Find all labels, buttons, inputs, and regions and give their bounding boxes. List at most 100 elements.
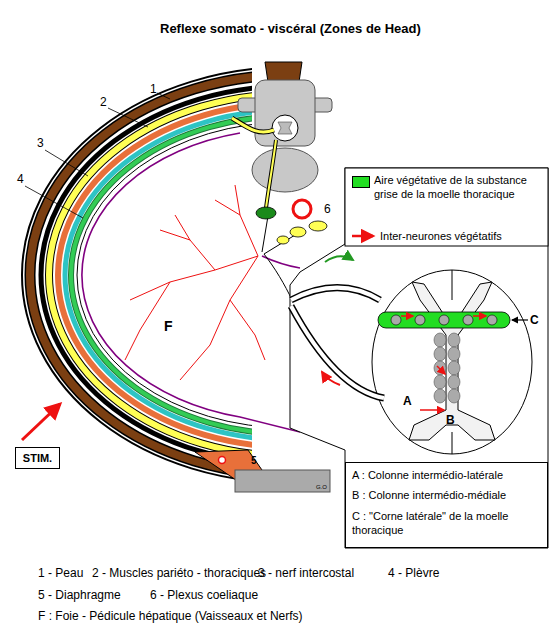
spinal-cord-section-part-part <box>434 389 446 403</box>
coeliac-plexus <box>277 221 327 244</box>
hepatic-vessels-part <box>235 185 258 256</box>
body-wall-bands-part <box>30 75 252 475</box>
spinal-cord-section-part <box>512 319 528 320</box>
body-wall-bands-part <box>22 67 252 483</box>
hepatic-vessels-part <box>130 256 258 300</box>
coeliac-plexus-part <box>290 227 306 237</box>
key-item: F : Foie - Pédicule hépatique (Vaisseaux… <box>38 609 303 623</box>
hepatic-vessels-part <box>175 215 215 270</box>
nerve-roots-part <box>291 306 384 398</box>
spinal-cord-section-part-part <box>437 366 445 374</box>
spinal-cord-section-part-part <box>448 361 460 375</box>
body-wall-bands-part <box>41 86 252 464</box>
spinal-cord-section-part <box>463 315 473 325</box>
nerves-part <box>266 140 276 208</box>
nerves-part <box>232 118 274 132</box>
nerves-part <box>262 216 268 252</box>
spinal-cord-section <box>372 270 532 454</box>
hepatic-vessels-part <box>210 256 258 345</box>
nerve-roots-part <box>291 288 380 300</box>
spinal-cord-section-part-part <box>473 315 486 317</box>
grey-block <box>235 470 330 492</box>
spinal-cord-section-part-part <box>448 389 460 403</box>
hepatic-vessels <box>125 185 265 380</box>
spinal-cord-section-part <box>378 312 510 328</box>
vertebra-part <box>272 115 298 141</box>
hepatic-vessels-part <box>180 345 210 380</box>
body-wall-bands-part <box>65 110 252 440</box>
body-wall-bands-part <box>71 116 252 434</box>
spinal-cord-section-part-part <box>401 315 413 317</box>
stimulus-box: STIM. <box>15 447 60 469</box>
spinal-cord-section-part-part <box>420 409 444 411</box>
nerve-roots-part <box>291 306 384 398</box>
inset-panel <box>290 168 548 548</box>
column-letter: A <box>403 394 412 408</box>
nerves-part <box>266 140 276 208</box>
spinal-cord-section-part <box>409 282 495 440</box>
key-item: 3 - nerf intercostal <box>258 566 354 580</box>
key-item: 1 - Peau <box>38 566 83 580</box>
callout-number: 3 <box>37 136 44 150</box>
node-text: STIM. <box>16 452 59 464</box>
spinal-cord-section-part-part <box>448 375 460 389</box>
node-text: C : "Corne latérale" de la moelle thorac… <box>352 509 522 537</box>
hepatic-vessels-part <box>215 200 240 215</box>
spinal-cord-section-part <box>434 333 460 403</box>
key-item: 2 - Muscles pariéto - thoraciques <box>92 566 266 580</box>
callout-number: 5 <box>251 455 257 466</box>
nerves <box>232 118 300 300</box>
body-wall-bands-part <box>49 94 252 456</box>
legend-text: Aire végétative de la substance grise de… <box>374 173 542 201</box>
body-wall-bands-part <box>58 103 252 447</box>
callout-number: 4 <box>17 172 24 186</box>
leader-lines-part <box>45 150 88 176</box>
nerve-roots-part <box>322 372 340 385</box>
aorta <box>293 200 311 218</box>
spinal-cord-section-part <box>391 315 401 325</box>
node-text: B : Colonne intermédio-médiale <box>352 489 544 501</box>
diagram-title: Reflexe somato - viscéral (Zones de Head… <box>160 21 421 36</box>
leader-lines <box>25 93 170 218</box>
spinal-cord-section-part <box>487 315 497 325</box>
key-box: A : Colonne intermédio-latérale B : Colon… <box>345 462 548 548</box>
hepatic-vessels-part <box>160 230 190 240</box>
nerves-part <box>264 254 292 300</box>
key-item: 5 - Diaphragme <box>38 588 121 602</box>
column-letter: B <box>446 413 455 427</box>
nerves-part <box>232 118 274 132</box>
spinal-cord-section-part-part <box>434 347 446 361</box>
body-wall-bands <box>22 67 252 483</box>
sympathetic-ganglion <box>256 207 276 219</box>
vertebra-part <box>255 80 315 146</box>
legend-box <box>345 168 548 246</box>
body-wall-bands-part <box>71 116 252 434</box>
vertebra-part <box>265 62 302 82</box>
key-item: 6 - Plexus coeliaque <box>150 588 258 602</box>
spinal-cord-section-part-part <box>448 333 460 347</box>
vertebra-part <box>252 148 318 192</box>
spinal-cord-section-part-part <box>434 375 446 389</box>
node-text: A : Colonne intermédio-latérale <box>352 469 544 481</box>
hepatic-vessels-part <box>230 300 265 360</box>
key-item: 4 - Plèvre <box>388 566 439 580</box>
callout-number: 2 <box>100 95 107 109</box>
small-mark: G.O <box>316 484 327 490</box>
spinal-cord-section-part <box>452 432 453 454</box>
leader-lines-part <box>25 186 83 218</box>
hepatic-vessels-part <box>125 282 170 360</box>
spinal-cord-section-part <box>372 270 532 454</box>
liver-hilum <box>262 256 300 268</box>
coeliac-plexus-part <box>277 236 289 244</box>
body-wall-bands-part <box>49 94 252 456</box>
nerve-roots-part <box>325 256 353 262</box>
callout-number: 6 <box>324 202 331 216</box>
coeliac-plexus-part <box>309 221 327 231</box>
body-wall-bands-part <box>30 75 252 475</box>
leader-lines-part <box>157 93 170 99</box>
spinal-cord-section-part-part <box>434 361 446 375</box>
nerve-roots-part <box>291 288 380 300</box>
stimulus-arrow <box>22 404 60 440</box>
legend-text: Inter-neurones végétatifs <box>380 229 542 243</box>
organ-letter: F <box>164 318 173 334</box>
